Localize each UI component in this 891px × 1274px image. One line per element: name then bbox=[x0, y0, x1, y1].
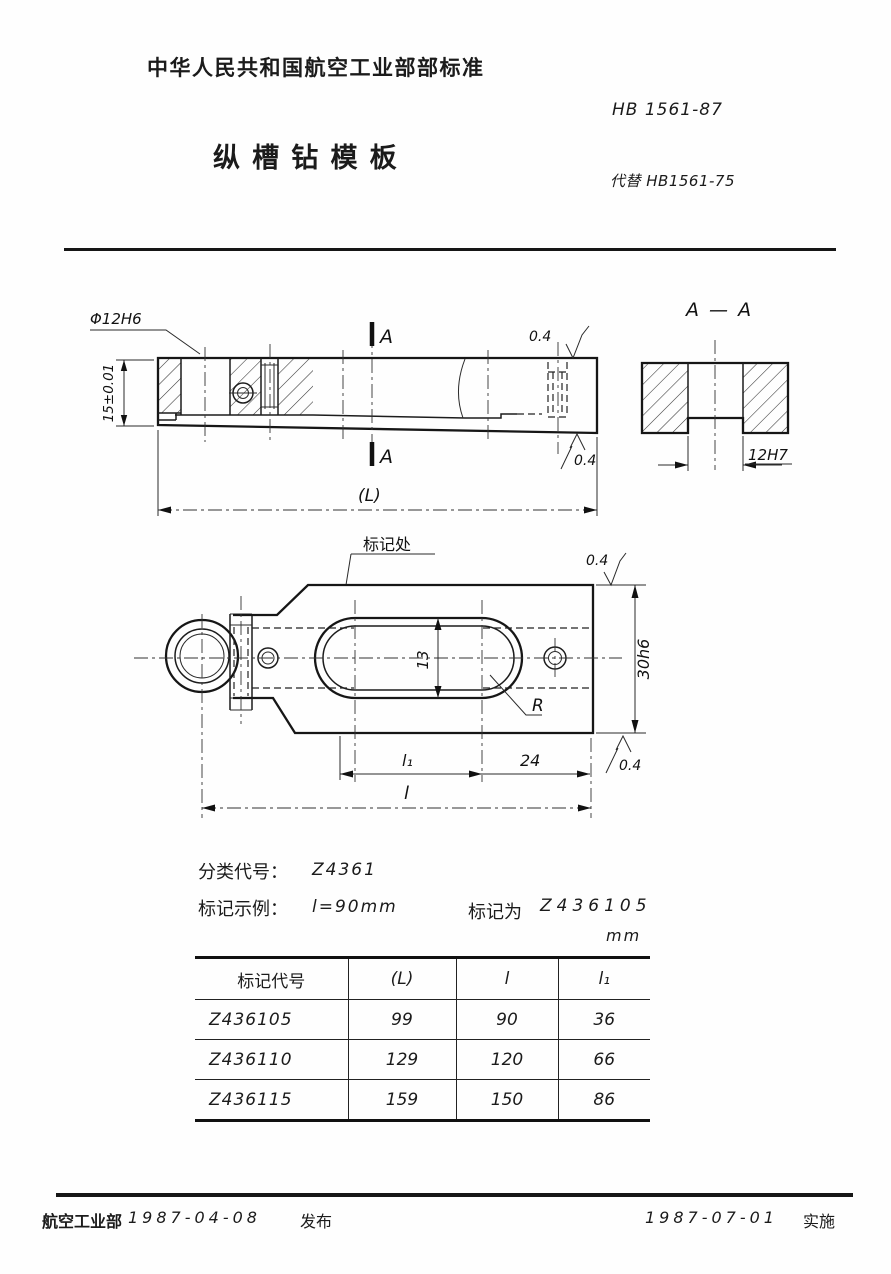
footer-issue-date: 1987-04-08 bbox=[128, 1208, 261, 1227]
document-title: 纵槽钻模板 bbox=[213, 143, 409, 173]
table-cell-code: Z436105 bbox=[195, 999, 349, 1040]
bushing bbox=[261, 363, 278, 409]
hatch-right-block bbox=[278, 358, 313, 415]
marking-as-label: 标记为 bbox=[468, 902, 522, 922]
table-row: Z436110 129 120 66 bbox=[195, 1039, 650, 1080]
hatch-left-wall bbox=[158, 358, 181, 413]
table-header-row: 标记代号 (L) l l₁ bbox=[195, 957, 650, 1000]
hidden-channel-lines bbox=[252, 627, 593, 689]
table-cell-l: 120 bbox=[456, 1039, 559, 1080]
dia-leader-line bbox=[90, 329, 201, 355]
footer-effective-date: 1987-07-01 bbox=[645, 1208, 778, 1227]
supersedes-note: 代替 HB1561-75 bbox=[610, 172, 736, 190]
standard-org-title: 中华人民共和国航空工业部部标准 bbox=[147, 57, 485, 80]
marking-as-value: Z436105 bbox=[540, 896, 652, 916]
table-cell-l: 150 bbox=[456, 1079, 559, 1121]
section-a-a-drawing: A — A 12H7 bbox=[640, 299, 792, 471]
table-header-L: (L) bbox=[348, 957, 457, 1000]
finish-mark-top-icon bbox=[565, 325, 590, 360]
radius-leader-line bbox=[489, 674, 542, 716]
classification-code-label: 分类代号： bbox=[198, 862, 288, 882]
hatch-left bbox=[642, 363, 688, 433]
table-row: Z436105 99 90 36 bbox=[195, 999, 650, 1040]
table-cell-L: 159 bbox=[348, 1079, 457, 1121]
top-view-drawing: 标记处 13 R 30h6 0.4 bbox=[134, 536, 653, 818]
table-row: Z436115 159 150 86 bbox=[195, 1079, 650, 1121]
break-line bbox=[458, 358, 466, 419]
table-cell-L: 99 bbox=[348, 999, 457, 1040]
footer-issuer: 航空工业部 bbox=[42, 1214, 123, 1231]
finish-mark-top-icon bbox=[603, 552, 627, 587]
marking-location-label: 标记处 bbox=[363, 536, 411, 554]
classification-code-value: Z4361 bbox=[312, 860, 377, 880]
slot-outer-outline bbox=[313, 616, 524, 700]
slot-inner-outline bbox=[322, 625, 515, 691]
finish-mark-bottom-icon bbox=[605, 734, 632, 774]
table-cell-l: 90 bbox=[456, 999, 559, 1040]
offset-dimension-label: 24 bbox=[520, 751, 540, 770]
standard-number: HB 1561-87 bbox=[612, 100, 723, 120]
table-cell-l1: 86 bbox=[593, 1089, 616, 1110]
table-cell-L: 129 bbox=[348, 1039, 457, 1080]
table-cell-code: Z436115 bbox=[195, 1079, 349, 1121]
marking-leader-line bbox=[345, 553, 435, 586]
section-label-bottom: A bbox=[378, 446, 393, 468]
finish-mark-top-label: 0.4 bbox=[586, 553, 608, 569]
slot-width-label: 13 bbox=[414, 650, 432, 669]
finish-mark-bottom-label: 0.4 bbox=[574, 453, 596, 469]
table-cell-code: Z436110 bbox=[195, 1039, 349, 1080]
clamp-band bbox=[229, 614, 253, 710]
header-rule bbox=[64, 248, 836, 251]
footer-effective-label: 实施 bbox=[803, 1214, 836, 1231]
footer-rule bbox=[56, 1193, 853, 1197]
slot-length-label: l₁ bbox=[402, 751, 413, 770]
finish-mark-top-label: 0.4 bbox=[529, 329, 551, 345]
footer-issue-label: 发布 bbox=[300, 1214, 333, 1231]
section-view-title: A — A bbox=[684, 299, 753, 321]
overall-length-label: (L) bbox=[358, 486, 381, 506]
marking-example-label: 标记示例： bbox=[198, 899, 288, 919]
table-cell-l1: 36 bbox=[558, 999, 650, 1040]
part-outline bbox=[156, 356, 599, 435]
marking-example-value: l=90mm bbox=[312, 897, 398, 917]
hatch-right bbox=[743, 363, 788, 433]
dia-dimension-label: Φ12H6 bbox=[90, 310, 142, 328]
table-unit-label: mm bbox=[606, 926, 642, 945]
section-label-top: A bbox=[378, 326, 393, 348]
side-view-drawing: A A Φ12H6 15±0.01 0.4 0.4 (L) bbox=[90, 310, 599, 516]
table-cell-l1: 66 bbox=[558, 1039, 650, 1080]
plate-width-label: 30h6 bbox=[634, 639, 653, 680]
table-header-l1: l₁ bbox=[558, 957, 650, 1000]
finish-mark-bottom-label: 0.4 bbox=[619, 758, 641, 774]
spec-table: 标记代号 (L) l l₁ Z436105 99 90 36 Z436110 1… bbox=[195, 956, 650, 1122]
boss-outline bbox=[164, 618, 240, 694]
height-dimension-label: 15±0.01 bbox=[101, 364, 117, 423]
hidden-hole bbox=[547, 362, 568, 418]
plate-outline bbox=[233, 583, 595, 735]
table-header-l: l bbox=[456, 957, 559, 1000]
finish-mark-bottom-icon bbox=[560, 432, 586, 470]
table-header-code: 标记代号 bbox=[195, 957, 349, 1000]
radius-label: R bbox=[532, 696, 544, 716]
slot-width-dimension: 12H7 bbox=[748, 446, 788, 464]
overall-length-label: l bbox=[404, 783, 409, 804]
